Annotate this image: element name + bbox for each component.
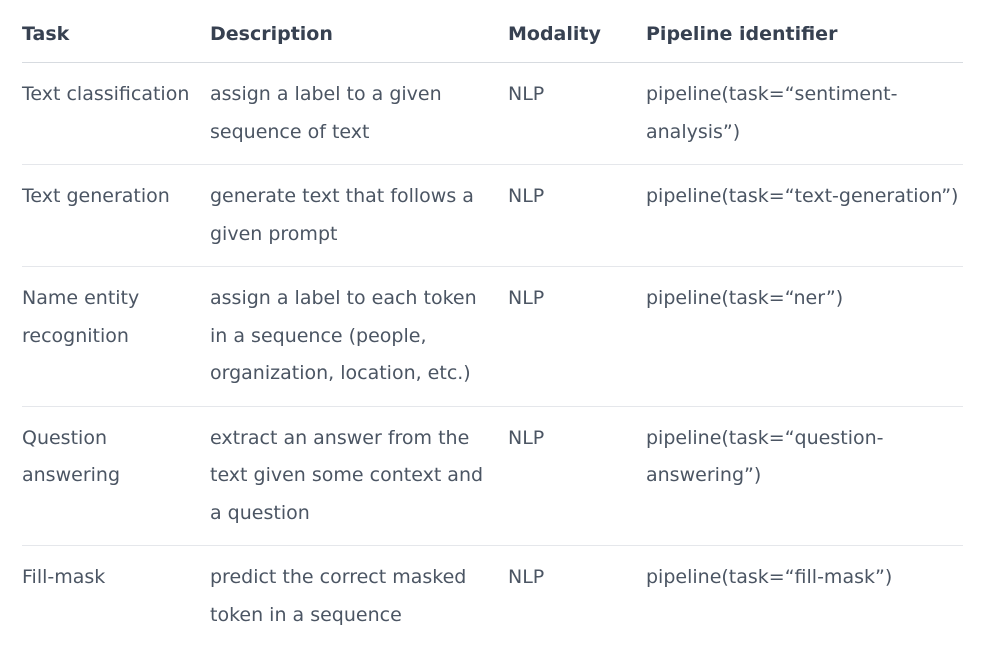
cell-pipeline: pipeline(task=“fill-mask”) [646,546,963,647]
cell-modality: NLP [508,267,646,407]
table-header: Task Description Modality Pipeline ident… [22,0,963,63]
header-description-label: Description [210,23,508,45]
cell-pipeline: pipeline(task=“text-generation”) [646,165,963,267]
cell-task: Question answering [22,406,210,546]
pipeline-tasks-table-container: Task Description Modality Pipeline ident… [22,0,963,647]
cell-task: Fill-mask [22,546,210,647]
cell-pipeline: pipeline(task=“ner”) [646,267,963,407]
cell-description: predict the correct masked token in a se… [210,546,508,647]
table-row: Text classification assign a label to a … [22,63,963,165]
cell-task: Text generation [22,165,210,267]
pipeline-tasks-table: Task Description Modality Pipeline ident… [22,0,963,647]
cell-modality: NLP [508,406,646,546]
pipeline-text: pipeline(task=“ner”) [646,280,963,318]
description-text: assign a label to a given sequence of te… [210,76,508,151]
header-task-label: Task [22,23,210,45]
cell-pipeline: pipeline(task=“question-answering”) [646,406,963,546]
task-text: Question answering [22,420,210,495]
cell-task: Name entity recognition [22,267,210,407]
header-description: Description [210,0,508,63]
table-row: Text generation generate text that follo… [22,165,963,267]
task-text: Name entity recognition [22,280,210,355]
header-modality-label: Modality [508,23,646,45]
table-header-row: Task Description Modality Pipeline ident… [22,0,963,63]
cell-description: assign a label to each token in a sequen… [210,267,508,407]
cell-description: extract an answer from the text given so… [210,406,508,546]
table-row: Question answering extract an answer fro… [22,406,963,546]
modality-text: NLP [508,178,646,216]
cell-modality: NLP [508,63,646,165]
cell-task: Text classification [22,63,210,165]
cell-description: assign a label to a given sequence of te… [210,63,508,165]
cell-modality: NLP [508,165,646,267]
description-text: generate text that follows a given promp… [210,178,508,253]
task-text: Fill-mask [22,559,210,597]
modality-text: NLP [508,76,646,114]
description-text: assign a label to each token in a sequen… [210,280,508,393]
table-row: Name entity recognition assign a label t… [22,267,963,407]
table-body: Text classification assign a label to a … [22,63,963,647]
table-row: Fill-mask predict the correct masked tok… [22,546,963,647]
task-text: Text generation [22,178,210,216]
header-pipeline-identifier-label: Pipeline identifier [646,23,963,45]
task-text: Text classification [22,76,210,114]
pipeline-text: pipeline(task=“fill-mask”) [646,559,963,597]
cell-modality: NLP [508,546,646,647]
description-text: extract an answer from the text given so… [210,420,508,533]
cell-description: generate text that follows a given promp… [210,165,508,267]
header-pipeline-identifier: Pipeline identifier [646,0,963,63]
modality-text: NLP [508,420,646,458]
pipeline-text: pipeline(task=“text-generation”) [646,178,963,216]
description-text: predict the correct masked token in a se… [210,559,508,634]
header-modality: Modality [508,0,646,63]
cell-pipeline: pipeline(task=“sentiment-analysis”) [646,63,963,165]
modality-text: NLP [508,280,646,318]
header-task: Task [22,0,210,63]
modality-text: NLP [508,559,646,597]
pipeline-text: pipeline(task=“question-answering”) [646,420,963,495]
pipeline-text: pipeline(task=“sentiment-analysis”) [646,76,963,151]
